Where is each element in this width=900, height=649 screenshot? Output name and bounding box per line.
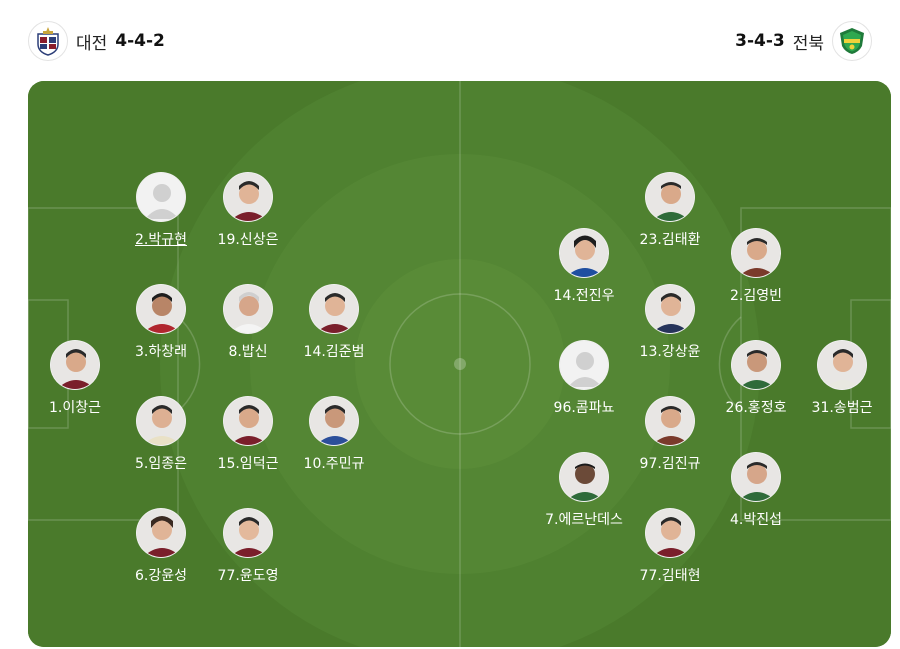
player-photo xyxy=(817,340,867,390)
player-photo xyxy=(731,452,781,502)
home-player-left-back[interactable]: 2.박규현 xyxy=(111,172,211,249)
player-photo xyxy=(223,172,273,222)
away-player-defender-2[interactable]: 26.홍정호 xyxy=(706,340,806,417)
player-name: 14.전진우 xyxy=(553,288,615,304)
player-photo xyxy=(309,396,359,446)
player-name: 15.임덕근 xyxy=(217,456,279,472)
player-name: 13.강상윤 xyxy=(639,344,701,360)
home-team-info: 대전 4-4-2 xyxy=(28,20,165,62)
player-photo-placeholder xyxy=(136,172,186,222)
jeonbuk-crest-icon xyxy=(832,21,872,61)
away-player-midfielder-2[interactable]: 97.김진규 xyxy=(620,396,720,473)
player-photo xyxy=(50,340,100,390)
player-photo xyxy=(559,228,609,278)
lineup-header: 대전 4-4-2 3-4-3 전북 xyxy=(0,0,900,80)
player-name: 31.송범근 xyxy=(811,400,873,416)
player-name: 97.김진규 xyxy=(639,456,701,472)
player-name: 96.콤파뇨 xyxy=(553,400,615,416)
player-photo xyxy=(731,340,781,390)
player-photo xyxy=(136,396,186,446)
away-player-midfielder-4[interactable]: 77.김태현 xyxy=(620,508,720,585)
player-photo xyxy=(309,284,359,334)
daejeon-crest-icon xyxy=(28,21,68,61)
player-photo xyxy=(136,284,186,334)
away-player-defender-1[interactable]: 2.김영빈 xyxy=(706,228,806,305)
player-photo xyxy=(731,228,781,278)
home-player-defender-2[interactable]: 3.하창래 xyxy=(111,284,211,361)
player-name: 8.밥신 xyxy=(228,344,268,360)
home-player-forward-1[interactable]: 19.신상은 xyxy=(198,172,298,249)
player-photo xyxy=(223,396,273,446)
home-player-midfielder-2[interactable]: 14.김준범 xyxy=(284,284,384,361)
player-photo xyxy=(645,396,695,446)
away-player-midfielder-1[interactable]: 13.강상윤 xyxy=(620,284,720,361)
home-player-midfielder-3[interactable]: 15.임덕근 xyxy=(198,396,298,473)
player-name: 2.박규현 xyxy=(135,232,187,248)
player-name: 5.임종은 xyxy=(135,456,187,472)
player-name: 26.홍정호 xyxy=(725,400,787,416)
player-name: 23.김태환 xyxy=(639,232,701,248)
home-player-forward-2[interactable]: 10.주민규 xyxy=(284,396,384,473)
away-player-midfielder-3[interactable]: 7.에르난데스 xyxy=(534,452,634,529)
away-team-name: 전북 xyxy=(792,33,824,54)
home-player-defender-4[interactable]: 6.강윤성 xyxy=(111,508,211,585)
player-photo xyxy=(645,172,695,222)
player-name: 19.신상은 xyxy=(217,232,279,248)
home-player-defender-3[interactable]: 5.임종은 xyxy=(111,396,211,473)
player-photo xyxy=(645,284,695,334)
player-name: 7.에르난데스 xyxy=(545,512,623,528)
player-photo xyxy=(559,452,609,502)
player-name: 6.강윤성 xyxy=(135,568,187,584)
home-player-midfielder-4[interactable]: 77.윤도영 xyxy=(198,508,298,585)
player-name: 3.하창래 xyxy=(135,344,187,360)
home-player-midfielder-1[interactable]: 8.밥신 xyxy=(198,284,298,361)
away-player-defender-3[interactable]: 4.박진섭 xyxy=(706,452,806,529)
home-player-goalkeeper[interactable]: 1.이창근 xyxy=(28,340,125,417)
home-formation: 4-4-2 xyxy=(115,31,165,51)
away-player-goalkeeper[interactable]: 31.송범근 xyxy=(792,340,891,417)
player-photo-placeholder xyxy=(559,340,609,390)
player-name: 10.주민규 xyxy=(303,456,365,472)
away-player-forward-1[interactable]: 23.김태환 xyxy=(620,172,720,249)
home-team-name: 대전 xyxy=(76,33,108,54)
player-name: 2.김영빈 xyxy=(730,288,782,304)
away-team-info: 3-4-3 전북 xyxy=(735,20,872,62)
player-name: 77.윤도영 xyxy=(217,568,279,584)
player-name: 1.이창근 xyxy=(49,400,101,416)
soccer-pitch: 1.이창근 2.박규현 19.신상은 3.하창래 8.밥신 14.김준범 5.임… xyxy=(28,81,891,647)
player-name: 14.김준범 xyxy=(303,344,365,360)
player-photo xyxy=(136,508,186,558)
away-player-forward-2[interactable]: 14.전진우 xyxy=(534,228,634,305)
away-formation: 3-4-3 xyxy=(735,31,785,51)
player-photo xyxy=(223,508,273,558)
player-photo xyxy=(645,508,695,558)
away-player-forward-3[interactable]: 96.콤파뇨 xyxy=(534,340,634,417)
player-photo xyxy=(223,284,273,334)
player-name: 4.박진섭 xyxy=(730,512,782,528)
player-name: 77.김태현 xyxy=(639,568,701,584)
